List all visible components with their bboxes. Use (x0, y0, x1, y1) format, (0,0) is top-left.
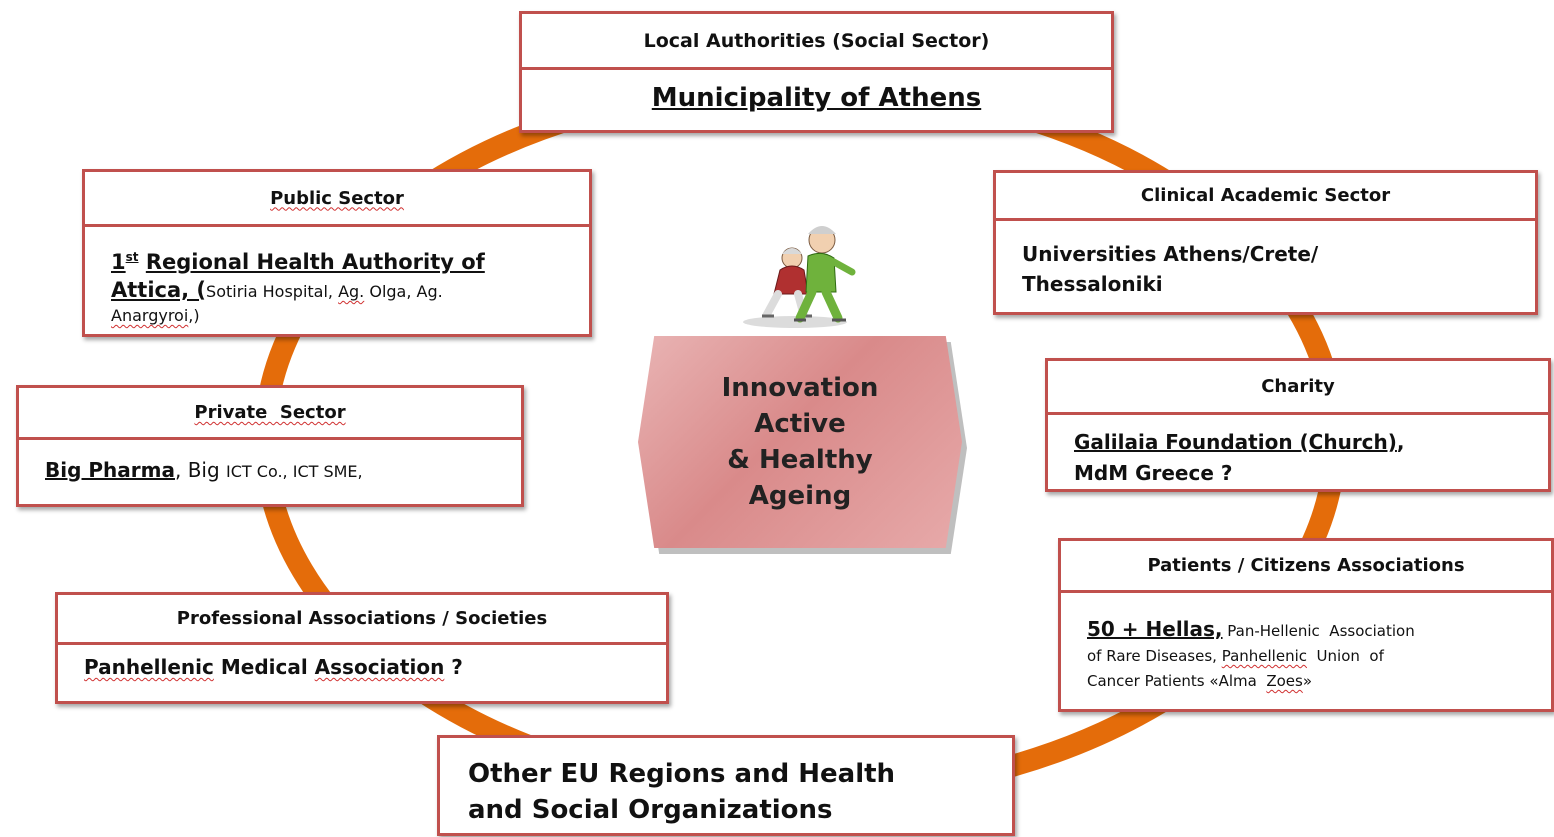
other-eu-regions-box: Other EU Regions and Health and Social O… (437, 735, 1015, 836)
charity-line-1-comma: , (1396, 430, 1405, 454)
private-sector-ict: ICT Co., ICT SME, (226, 462, 363, 481)
center-line-2: Active (754, 409, 846, 439)
clinical-academic-box: Clinical Academic Sector Universities At… (993, 170, 1538, 315)
other-eu-line-1: Other EU Regions and Health (468, 759, 896, 789)
patients-line-3-a: Cancer Patients «Alma (1087, 672, 1267, 690)
center-line-1: Innovation (721, 373, 879, 403)
private-sector-body: Big Pharma, Big ICT Co., ICT SME, (19, 440, 521, 482)
charity-body: Galilaia Foundation (Church), MdM Greece… (1048, 415, 1548, 489)
professional-part-4: ? (444, 655, 463, 679)
clinical-academic-line-1: Universities Athens/Crete/ (1022, 242, 1319, 266)
patients-line-2-b: Panhellenic (1221, 647, 1307, 665)
professional-part-3: Association (314, 655, 445, 679)
patients-line-1: Pan-Hellenic Association (1222, 622, 1415, 640)
clinical-academic-title: Clinical Academic Sector (996, 173, 1535, 221)
public-sector-detail-d: Ag. (416, 282, 443, 301)
galilaia-foundation: Galilaia Foundation (Church) (1074, 430, 1397, 454)
clinical-academic-line-2: Thessaloniki (1022, 272, 1163, 296)
center-label: Innovation Active & Healthy Ageing (638, 336, 962, 548)
elderly-couple-walking-icon (743, 226, 856, 328)
professional-associations-box: Professional Associations / Societies Pa… (55, 592, 669, 704)
patients-associations-box: Patients / Citizens Associations 50 + He… (1058, 538, 1554, 712)
local-authorities-body: Municipality of Athens (522, 70, 1111, 113)
private-sector-box: Private Sector Big Pharma, Big ICT Co., … (16, 385, 524, 507)
public-sector-title: Public Sector (85, 172, 589, 227)
public-sector-detail-f: ,) (188, 306, 200, 325)
local-authorities-title: Local Authorities (Social Sector) (522, 14, 1111, 70)
public-sector-detail-c: Olga, (364, 282, 417, 301)
public-sector-detail-b: Ag. (338, 282, 365, 301)
public-sector-line-b: Attica, ( (111, 278, 207, 302)
public-sector-body: 1st Regional Health Authority of Attica,… (85, 227, 589, 326)
mdm-greece: MdM Greece ? (1074, 461, 1233, 485)
charity-title: Charity (1048, 361, 1548, 415)
charity-box: Charity Galilaia Foundation (Church), Md… (1045, 358, 1551, 492)
big-pharma: Big Pharma (45, 458, 175, 482)
local-authorities-box: Local Authorities (Social Sector) Munici… (519, 11, 1114, 133)
professional-part-1: Panhellenic (84, 655, 214, 679)
patients-line-3-c: » (1302, 672, 1313, 690)
clinical-academic-body: Universities Athens/Crete/ Thessaloniki (996, 221, 1535, 299)
other-eu-line-2: and Social Organizations (468, 795, 833, 825)
center-line-3: & Healthy (727, 445, 873, 475)
patients-associations-title: Patients / Citizens Associations (1061, 541, 1551, 593)
public-sector-line-a: Regional Health Authority of (145, 250, 485, 274)
private-sector-title: Private Sector (19, 388, 521, 440)
patients-associations-body: 50 + Hellas, Pan-Hellenic Association of… (1061, 593, 1551, 694)
professional-associations-body: Panhellenic Medical Association ? (58, 645, 666, 679)
professional-part-2: Medical (213, 655, 315, 679)
public-sector-detail-e: Anargyroi (111, 306, 189, 325)
patients-line-2-a: of Rare Diseases, (1087, 647, 1222, 665)
center-hexagon (638, 336, 962, 548)
public-sector-sup-suffix: st (125, 250, 139, 264)
center-line-4: Ageing (748, 481, 852, 511)
private-sector-big: , Big (174, 458, 227, 482)
public-sector-detail-a: Sotiria Hospital, (206, 282, 339, 301)
patients-line-2-c: Union of (1307, 647, 1384, 665)
patients-line-3-b: Zoes (1266, 672, 1303, 690)
professional-associations-title: Professional Associations / Societies (58, 595, 666, 645)
public-sector-box: Public Sector 1st Regional Health Author… (82, 169, 592, 337)
public-sector-sup-num: 1 (111, 250, 126, 274)
fifty-plus-hellas: 50 + Hellas, (1087, 617, 1223, 641)
municipality-of-athens: Municipality of Athens (651, 83, 982, 113)
